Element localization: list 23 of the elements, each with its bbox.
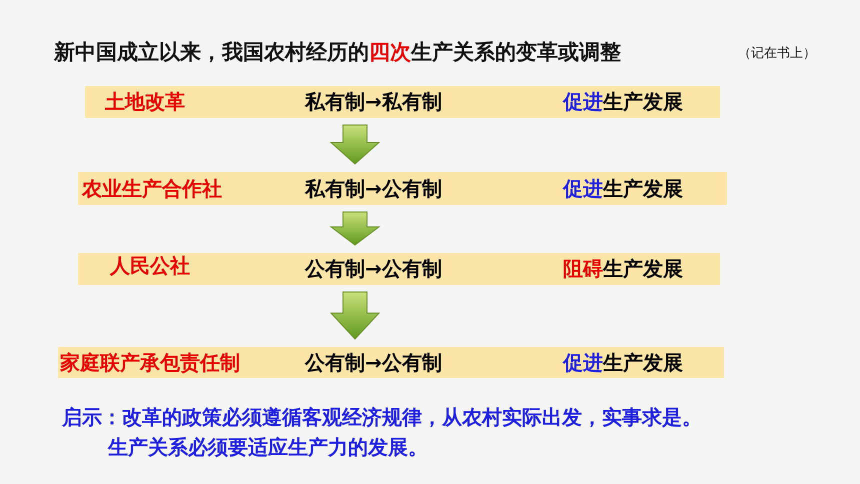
- stage-name: 人民公社: [110, 252, 190, 280]
- stage-name: 土地改革: [105, 88, 185, 116]
- down-arrow: [330, 212, 380, 246]
- stage-band: [78, 253, 720, 285]
- ownership-change: 公有制→公有制: [305, 256, 442, 282]
- effect-text: 促进生产发展: [563, 88, 683, 116]
- stage-band: [85, 86, 720, 118]
- ownership-change: 私有制→私有制: [305, 88, 442, 116]
- down-arrow: [330, 124, 380, 165]
- lesson-text: 生产关系必须要适应生产力的发展。: [108, 434, 428, 461]
- ownership-change: 私有制→公有制: [305, 175, 442, 202]
- lesson-text: 启示：改革的政策必须遵循客观经济规律，从农村实际出发，实事求是。: [62, 404, 702, 431]
- down-arrow: [330, 292, 380, 340]
- stage-name: 农业生产合作社: [82, 175, 222, 202]
- stage-name: 家庭联产承包责任制: [60, 349, 240, 376]
- effect-text: 促进生产发展: [563, 175, 683, 202]
- effect-text: 促进生产发展: [563, 349, 683, 376]
- ownership-change: 公有制→公有制: [305, 349, 442, 376]
- title-text: 新中国成立以来，我国农村经历的四次生产关系的变革或调整: [54, 39, 621, 66]
- note-text: （记在书上）: [738, 45, 816, 62]
- effect-text: 阻碍生产发展: [563, 256, 683, 282]
- stage-band: [58, 347, 724, 378]
- stage-band: [78, 172, 727, 205]
